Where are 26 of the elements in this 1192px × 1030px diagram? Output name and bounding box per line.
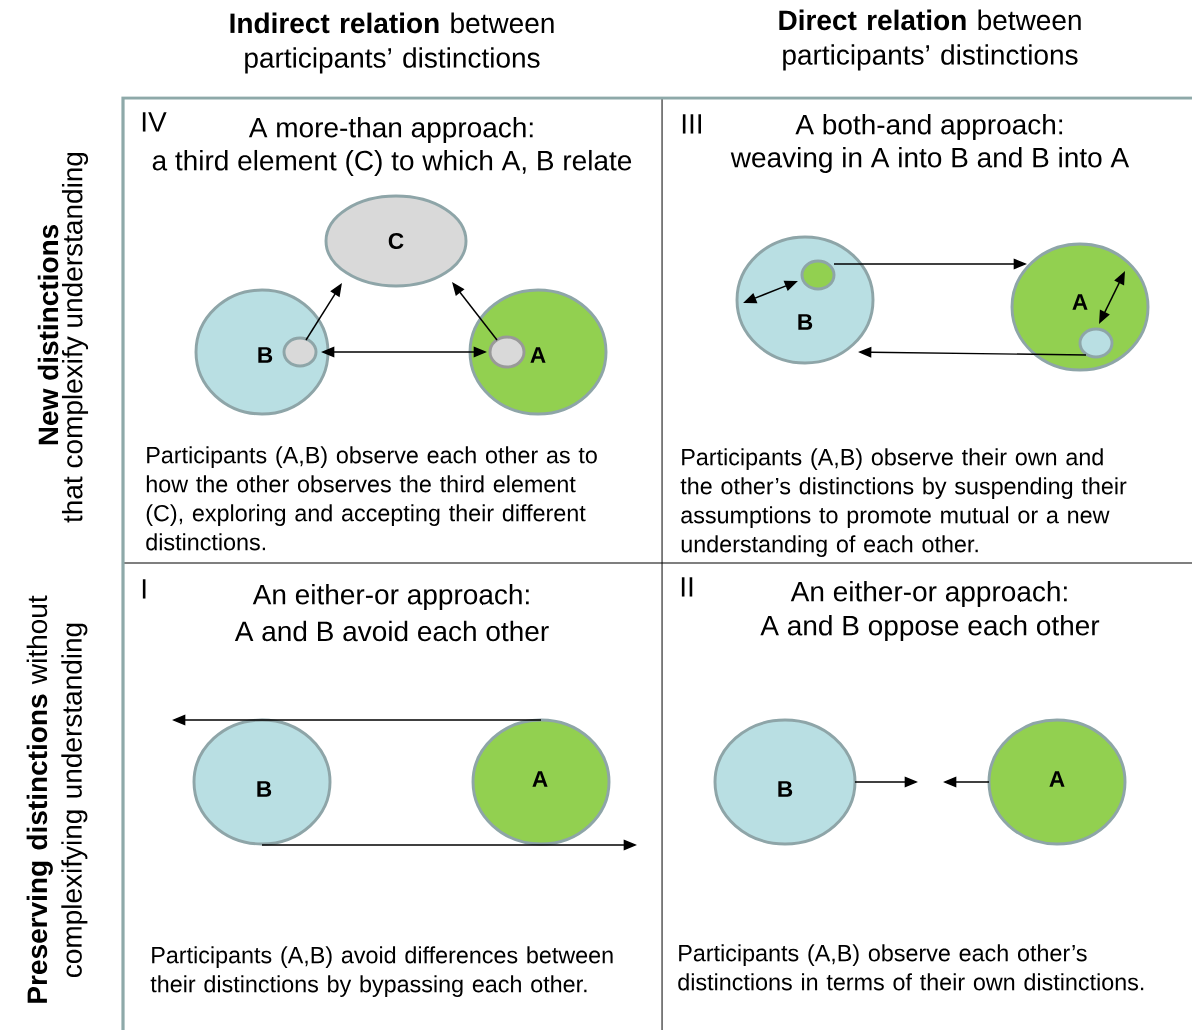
approach-heading: A more-than approach: bbox=[248, 116, 533, 144]
approach-subheading: A and B avoid each other bbox=[234, 620, 549, 642]
approach-subheading: weaving in A into B and B into A bbox=[730, 146, 1130, 174]
approach-heading: A both-and approach: bbox=[795, 113, 1063, 141]
approach-subheading: A and B oppose each other bbox=[760, 614, 1100, 642]
quadrant-numeral: I bbox=[142, 579, 146, 599]
approach-subheading: a third element (C) to which A, B relate bbox=[152, 149, 632, 177]
row-header: New distinctions bbox=[37, 224, 59, 445]
quadrant-numeral: III bbox=[682, 114, 702, 134]
description-text: Participants (A,B) observe each other’s distinctions in terms of their own distinctions. bbox=[678, 944, 1144, 991]
small-circle bbox=[488, 335, 526, 369]
description-text: Participants (A,B) observe each other as to how the other observes the third element (C), exploring and accepting their different distinctions. bbox=[146, 446, 597, 551]
description-text: Participants (A,B) avoid differences between their distinctions by bypassing each other. bbox=[150, 946, 613, 997]
row-header: that complexify understanding bbox=[61, 152, 89, 523]
small-circle bbox=[282, 336, 318, 368]
arrow bbox=[452, 282, 498, 341]
column-header: Direct relation between participants’ distinctions bbox=[779, 9, 1081, 71]
small-circle bbox=[800, 259, 836, 291]
column-header: Indirect relation between participants’ distinctions bbox=[230, 12, 554, 74]
arrow bbox=[305, 283, 342, 341]
description-text: Participants (A,B) observe their own and the other’s distinctions by suspending their assumptions to promote mutual or a new understanding of each other. bbox=[680, 448, 1127, 557]
quadrant-numeral: IV bbox=[142, 112, 167, 132]
quadrant-numeral: II bbox=[681, 577, 693, 597]
approach-heading: An either-or approach: bbox=[790, 580, 1067, 608]
approach-heading: An either-or approach: bbox=[252, 583, 529, 611]
small-circle bbox=[1078, 327, 1114, 359]
